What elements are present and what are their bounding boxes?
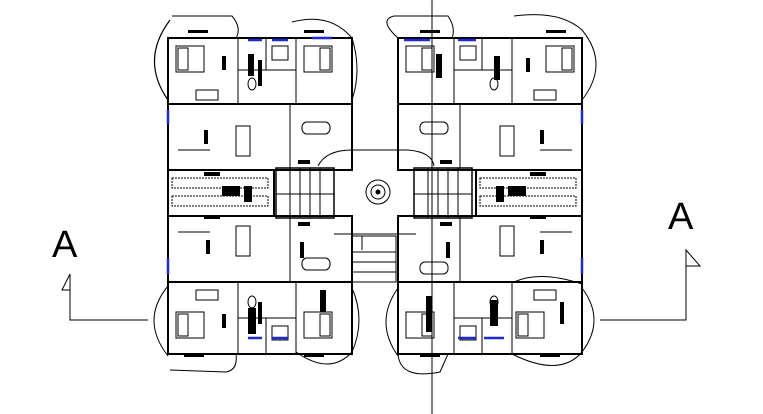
section-mark-right: A [668,196,694,238]
section-mark-left: A [52,224,78,266]
left-block-windows [166,36,332,340]
right-block-windows [404,38,584,340]
left-block-accents [184,30,326,357]
left-block [153,15,360,373]
right-block-accents [420,30,566,357]
center-core [275,149,473,283]
section-line [61,248,702,321]
right-block [385,14,597,375]
